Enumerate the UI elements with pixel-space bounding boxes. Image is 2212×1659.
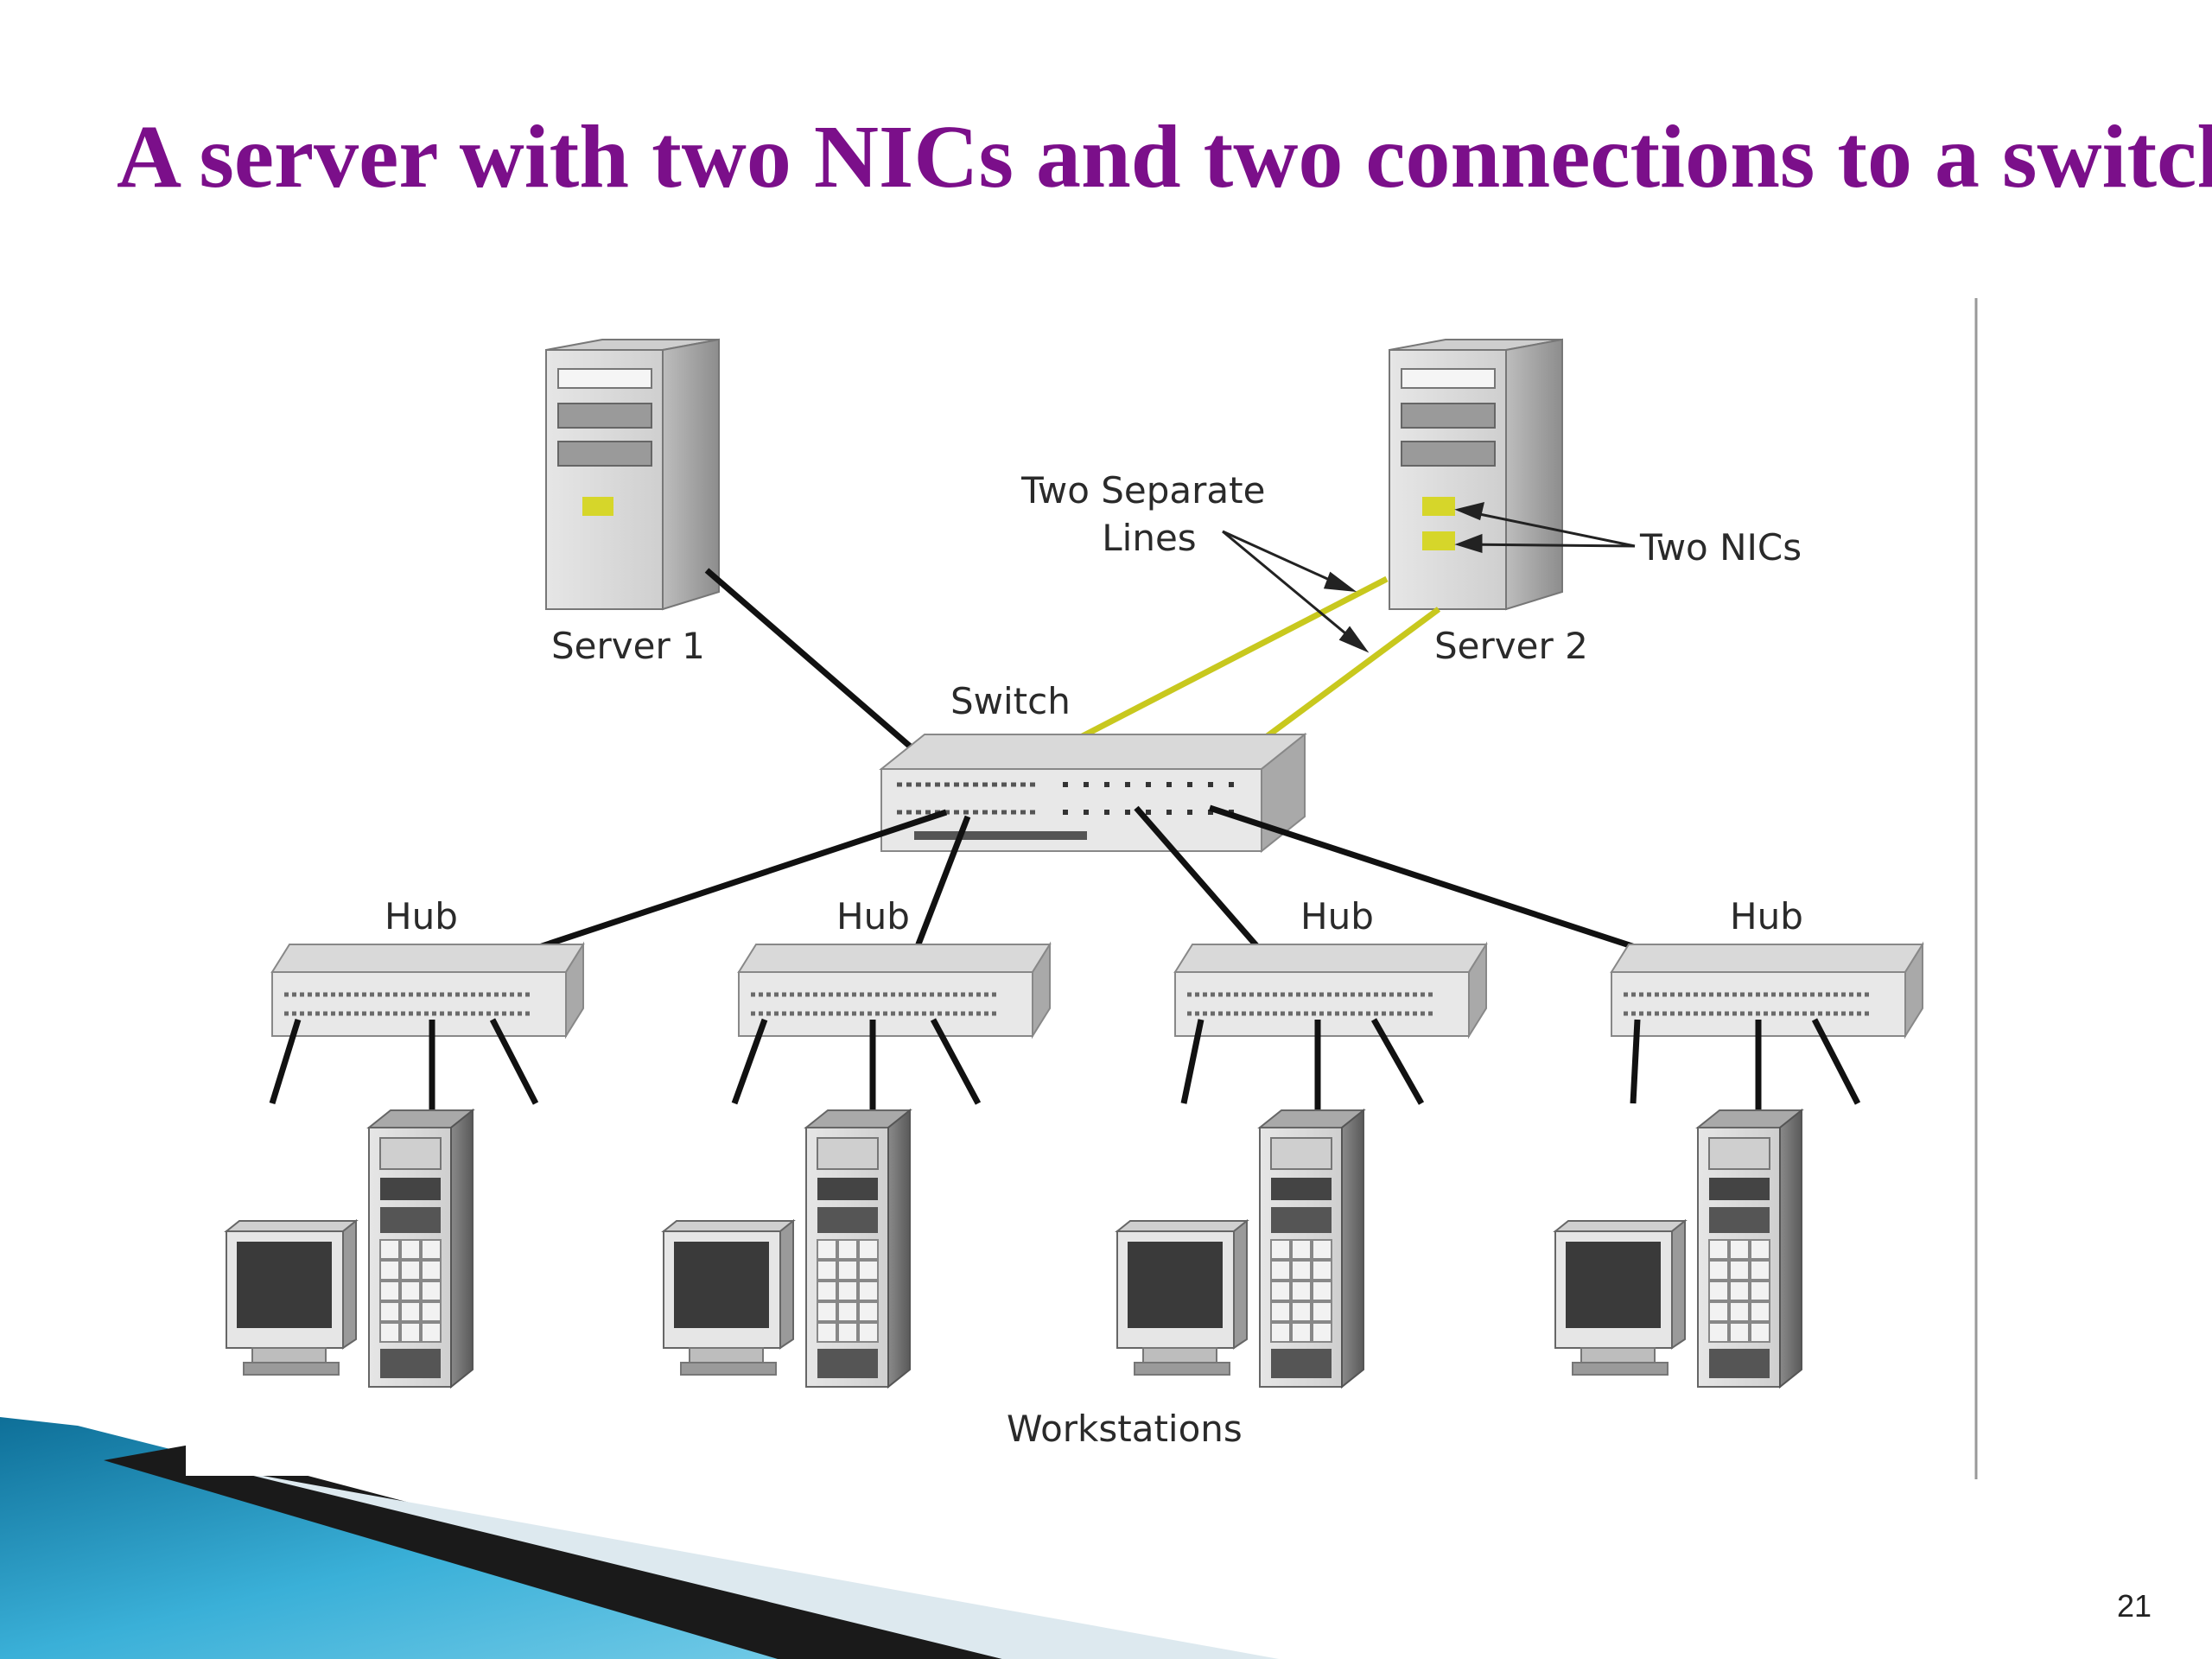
hub-3 — [1175, 944, 1486, 1036]
server1-tower — [545, 338, 720, 611]
label-hub-3: Hub — [1300, 895, 1374, 938]
corner-accent — [0, 1417, 1292, 1659]
hub-1 — [272, 944, 583, 1036]
label-server1: Server 1 — [551, 625, 705, 667]
label-hub-2: Hub — [836, 895, 910, 938]
label-server2: Server 2 — [1434, 625, 1588, 667]
server1-switch-cable — [704, 568, 949, 780]
label-workstations: Workstations — [1007, 1408, 1243, 1450]
page-number: 21 — [2116, 1588, 2152, 1624]
hub-2 — [739, 944, 1050, 1036]
hub-4 — [1611, 944, 1923, 1036]
server1-nic — [582, 497, 613, 516]
annotation-arrows — [1222, 501, 1636, 653]
label-switch: Switch — [950, 680, 1071, 722]
workstation-1 — [226, 1109, 474, 1388]
label-two-separate: Two Separate — [1020, 469, 1265, 512]
server2-tower — [1389, 338, 1563, 611]
hub-drop-cables — [269, 1018, 1861, 1115]
switch-device — [879, 732, 1307, 854]
slide-title: A server with two NICs and two connectio… — [117, 107, 2212, 207]
workstation-4 — [1554, 1109, 1802, 1388]
workstation-2 — [663, 1109, 911, 1388]
label-lines: Lines — [1102, 517, 1196, 559]
label-two-separate-lines: Two Separate Lines — [1020, 469, 1277, 559]
label-hub-4: Hub — [1730, 895, 1803, 938]
workstation-3 — [1116, 1109, 1364, 1388]
server2-nic-2 — [1422, 531, 1455, 550]
label-two-nics: Two NICs — [1639, 526, 1802, 569]
server2-nic-1 — [1422, 497, 1455, 516]
label-hub-1: Hub — [385, 895, 458, 938]
